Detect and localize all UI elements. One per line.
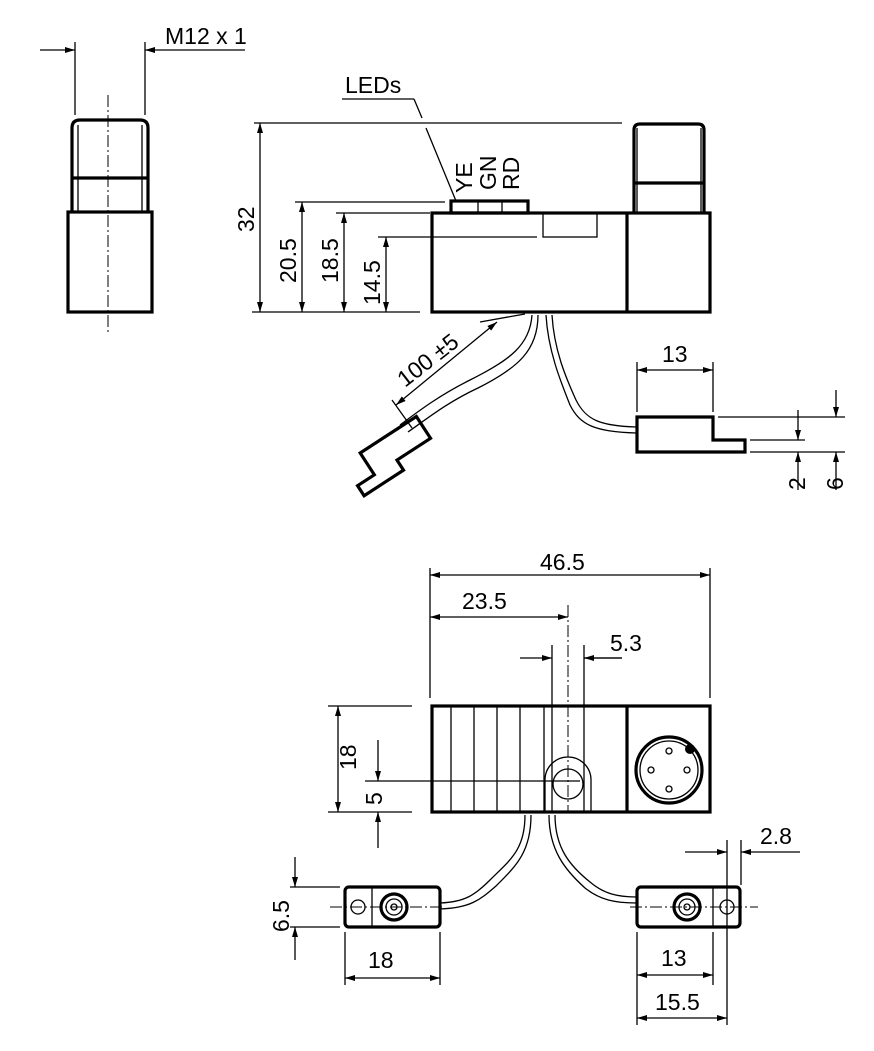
sensor-right-total-label: 15.5 <box>655 989 700 1015</box>
led-rd-label: RD <box>498 157 524 190</box>
side-view: LEDs YE GN RD 32 20.5 18.5 14.5 100 ±5 <box>233 72 848 498</box>
body-width-label: 18 <box>335 744 361 770</box>
top-view: 46.5 23.5 5.3 18 5 6 <box>268 549 800 1025</box>
sensor-side-length-label: 13 <box>662 341 688 367</box>
height-led-label: 20.5 <box>275 238 301 283</box>
slot-offset-label: 5 <box>361 792 387 805</box>
sensor-step-label: 2 <box>784 477 810 490</box>
hole-diameter-label: 2.8 <box>760 823 792 849</box>
end-view: M12 x 1 <box>40 23 247 332</box>
sensor-height-label: 6 <box>822 477 848 490</box>
led-ye-label: YE <box>451 162 477 193</box>
slot-position-label: 23.5 <box>462 588 507 614</box>
sensor-left-side <box>355 414 433 498</box>
m12-connector-icon <box>634 735 704 805</box>
cable-length-label: 100 ±5 <box>392 328 463 392</box>
sensor-left-length-label: 18 <box>368 947 394 973</box>
slot-width-label: 5.3 <box>610 630 642 656</box>
sensor-right-length-label: 13 <box>661 945 687 971</box>
leds-label: LEDs <box>345 72 401 98</box>
height-window-label: 14.5 <box>359 260 385 305</box>
thread-label: M12 x 1 <box>165 23 247 49</box>
height-body-label: 18.5 <box>317 238 343 283</box>
height-total-label: 32 <box>233 206 259 232</box>
sensor-width-label: 6.5 <box>268 900 294 932</box>
body-length-label: 46.5 <box>540 549 585 575</box>
sensor-right-side <box>635 415 747 454</box>
led-gn-label: GN <box>475 156 501 191</box>
